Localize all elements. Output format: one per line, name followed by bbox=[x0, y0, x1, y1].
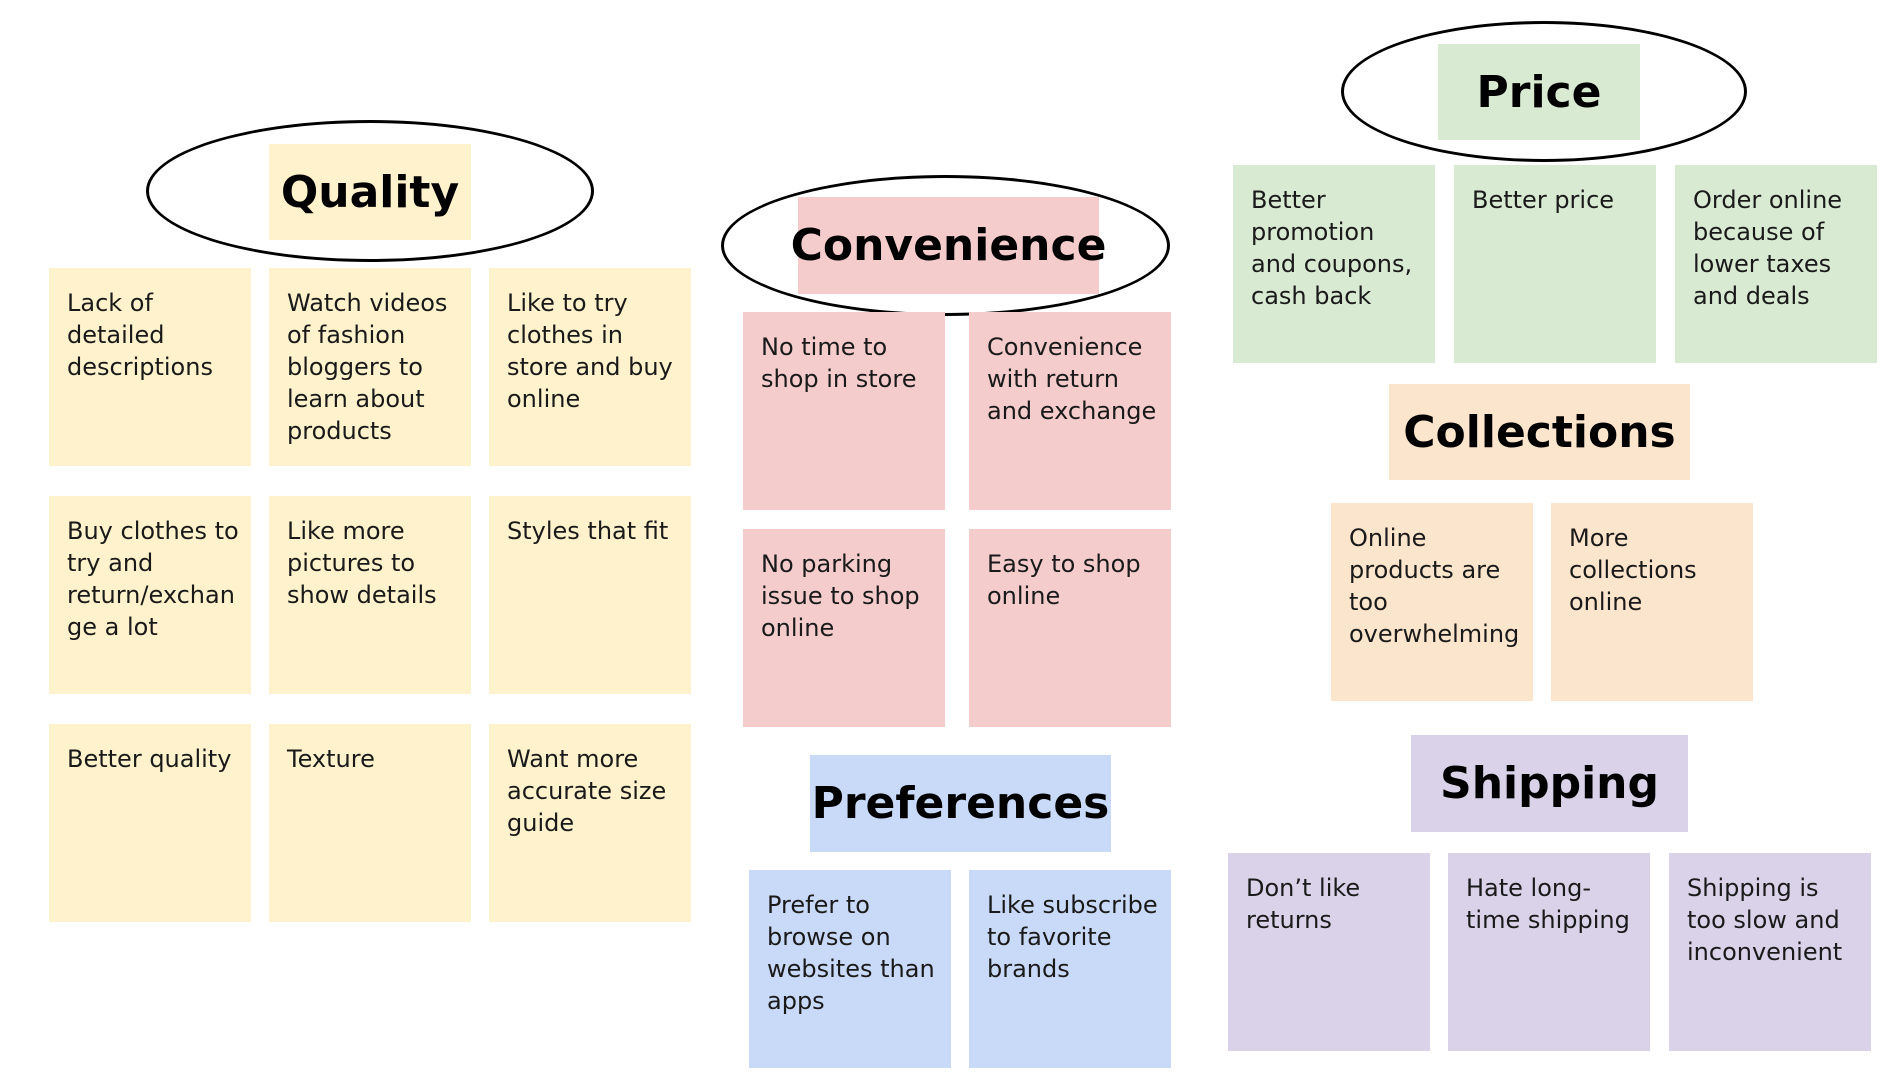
price-oval bbox=[1341, 21, 1747, 162]
quality-note[interactable]: Buy clothes to try and return/exchan ge … bbox=[49, 496, 251, 694]
quality-oval bbox=[146, 120, 594, 262]
price-header: Price bbox=[1438, 44, 1640, 140]
price-note[interactable]: Order online because of lower taxes and … bbox=[1675, 165, 1877, 363]
shipping-note[interactable]: Shipping is too slow and inconvenient bbox=[1669, 853, 1871, 1051]
quality-note[interactable]: Lack of detailed descriptions bbox=[49, 268, 251, 466]
preferences-note[interactable]: Prefer to browse on websites than apps bbox=[749, 870, 951, 1068]
quality-note[interactable]: Texture bbox=[269, 724, 471, 922]
price-note[interactable]: Better price bbox=[1454, 165, 1656, 363]
collections-note[interactable]: More collections online bbox=[1551, 503, 1753, 701]
quality-header: Quality bbox=[269, 144, 471, 240]
preferences-header: Preferences bbox=[810, 755, 1111, 852]
price-note[interactable]: Better promotion and coupons, cash back bbox=[1233, 165, 1435, 363]
convenience-note[interactable]: Convenience with return and exchange bbox=[969, 312, 1171, 510]
shipping-note[interactable]: Hate long-time shipping bbox=[1448, 853, 1650, 1051]
quality-note[interactable]: Watch videos of fashion bloggers to lear… bbox=[269, 268, 471, 466]
convenience-note[interactable]: No time to shop in store bbox=[743, 312, 945, 510]
quality-note[interactable]: Better quality bbox=[49, 724, 251, 922]
shipping-note[interactable]: Don’t like returns bbox=[1228, 853, 1430, 1051]
quality-note[interactable]: Want more accurate size guide bbox=[489, 724, 691, 922]
shipping-header: Shipping bbox=[1411, 735, 1688, 832]
quality-note[interactable]: Styles that fit bbox=[489, 496, 691, 694]
convenience-header: Convenience bbox=[791, 197, 1106, 294]
convenience-oval bbox=[721, 175, 1170, 316]
convenience-note[interactable]: No parking issue to shop online bbox=[743, 529, 945, 727]
quality-note[interactable]: Like to try clothes in store and buy onl… bbox=[489, 268, 691, 466]
collections-header: Collections bbox=[1389, 384, 1690, 480]
preferences-note[interactable]: Like subscribe to favorite brands bbox=[969, 870, 1171, 1068]
convenience-note[interactable]: Easy to shop online bbox=[969, 529, 1171, 727]
collections-note[interactable]: Online products are too overwhelming bbox=[1331, 503, 1533, 701]
quality-note[interactable]: Like more pictures to show details bbox=[269, 496, 471, 694]
